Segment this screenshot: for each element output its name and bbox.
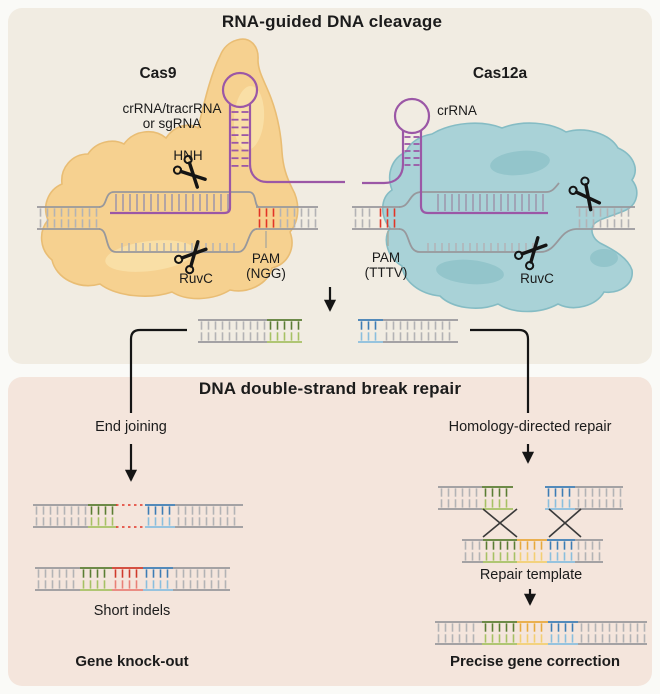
- cas12a-r-loop-strands: [398, 182, 577, 253]
- cas9-dna-right: [256, 206, 318, 230]
- corrected-dna: [435, 621, 647, 645]
- cas9-displaced-strand: [98, 228, 258, 253]
- indel-dna: [35, 567, 230, 591]
- right-elbow-connector: [470, 328, 530, 413]
- cas9-pam-word: PAM: [251, 251, 281, 266]
- cleaved-fragment-right: [358, 319, 458, 343]
- cas9-target-strand: [98, 191, 260, 208]
- end-joined-dna: [33, 504, 243, 528]
- cas9-rna-loop: [221, 71, 259, 109]
- cas12a-displaced-strand: [398, 228, 577, 253]
- cas9-rna-label-line1: crRNA/tracrRNA: [122, 101, 222, 116]
- cas9-dna-left: [37, 206, 100, 230]
- flow-connectors: [124, 287, 537, 606]
- repair-template-label: Repair template: [479, 567, 583, 583]
- pam-pointers: [265, 231, 389, 248]
- cas9-label: Cas9: [139, 65, 177, 82]
- cas12a-pam-word: PAM: [371, 250, 401, 265]
- repair-panel: [8, 377, 652, 686]
- hdr-fragment-right: [545, 486, 623, 510]
- cas12a-rna-stem-left-tail: [362, 130, 405, 185]
- r-loop-base-pairs: [115, 111, 544, 251]
- cas12a-pam-label: PAM (TTTV): [365, 250, 408, 280]
- cleaved-fragment-left: [198, 319, 302, 343]
- precise-correction-label: Precise gene correction: [449, 653, 621, 670]
- hdr-fragment-left: [438, 486, 513, 510]
- cas12a-rna-stem-right: [419, 130, 548, 215]
- cas12a-ruvc-label: RuvC: [520, 271, 554, 286]
- hnh-label: HNH: [173, 148, 203, 163]
- cas12a-protein-blob: [381, 122, 638, 313]
- dna-ladders: [33, 206, 647, 645]
- cas9-pam-motif: (NGG): [246, 266, 286, 281]
- crossover-x-right: [548, 508, 582, 538]
- crossover-x-left: [482, 508, 518, 538]
- cas9-r-loop-strands: [98, 191, 260, 253]
- cas9-pam-label: PAM (NGG): [246, 251, 286, 281]
- cas12a-dna-right: [576, 206, 635, 230]
- cas9-rna-stem-right-tail: [248, 104, 345, 184]
- cas9-rna-label: crRNA/tracrRNA or sgRNA: [122, 101, 221, 131]
- cas12a-dna-left: [352, 206, 400, 230]
- cas9-sgrna: [110, 71, 345, 215]
- crossover-marks: [482, 508, 582, 538]
- hdr-label: Homology-directed repair: [448, 419, 612, 435]
- cas12a-crrna-label: crRNA: [437, 103, 477, 118]
- cas12a-label: Cas12a: [472, 65, 528, 82]
- end-joining-label: End joining: [95, 419, 167, 435]
- cas12a-pam-motif: (TTTV): [364, 265, 408, 280]
- repair-title: DNA double-strand break repair: [198, 379, 462, 398]
- cas12a-target-strand: [398, 182, 560, 208]
- cleavage-title: RNA-guided DNA cleavage: [221, 12, 443, 31]
- cas9-rna-stem-left: [110, 104, 232, 215]
- repair-template-dna: [462, 539, 603, 563]
- short-indels-label: Short indels: [93, 603, 171, 619]
- cas9-ruvc-label: RuvC: [179, 271, 213, 286]
- cas12a-crrna: [362, 97, 548, 215]
- left-elbow-connector: [129, 328, 187, 413]
- cas12a-rna-loop: [393, 97, 431, 135]
- gene-knockout-label: Gene knock-out: [75, 653, 189, 670]
- cas9-rna-label-line2: or sgRNA: [142, 116, 202, 131]
